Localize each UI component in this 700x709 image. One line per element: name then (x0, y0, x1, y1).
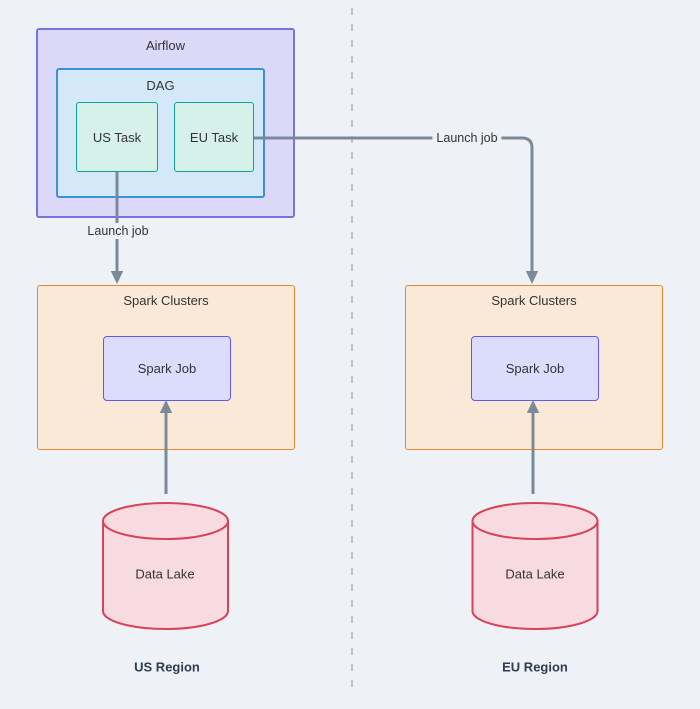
dag-box: DAG US Task EU Task (56, 68, 265, 198)
us-datalake-label: Data Lake (135, 566, 195, 582)
arrowhead-down-us-launch-icon (110, 271, 124, 284)
us-region-label: US Region (134, 659, 200, 675)
eu-region-label: EU Region (502, 659, 568, 675)
us-task-box: US Task (76, 102, 158, 172)
eu-spark-job-label: Spark Job (505, 361, 565, 376)
airflow-box: Airflow DAG US Task EU Task (36, 28, 295, 218)
us-spark-clusters-label: Spark Clusters (123, 293, 209, 308)
us-spark-job-box: Spark Job (103, 336, 231, 401)
airflow-label: Airflow (145, 38, 185, 53)
eu-datalake-cylinder-top-arc (471, 520, 599, 540)
eu-datalake-label: Data Lake (505, 566, 565, 582)
eu-task-label: EU Task (189, 129, 239, 145)
eu-launch-job-edge-label: Launch job (432, 130, 502, 146)
edge-eu-task-to-eu-cluster (254, 136, 534, 275)
arrowhead-down-eu-launch-icon (525, 271, 539, 284)
dag-label: DAG (146, 78, 175, 93)
us-task-label: US Task (92, 129, 142, 145)
eu-spark-clusters-box: Spark Clusters Spark Job (405, 285, 663, 450)
eu-spark-clusters-label: Spark Clusters (491, 293, 577, 308)
us-spark-clusters-box: Spark Clusters Spark Job (37, 285, 295, 450)
us-launch-job-edge-label: Launch job (83, 223, 153, 239)
eu-spark-job-box: Spark Job (471, 336, 599, 401)
eu-task-box: EU Task (174, 102, 254, 172)
us-spark-job-label: Spark Job (137, 361, 197, 376)
us-datalake-cylinder-top-arc (102, 520, 229, 540)
